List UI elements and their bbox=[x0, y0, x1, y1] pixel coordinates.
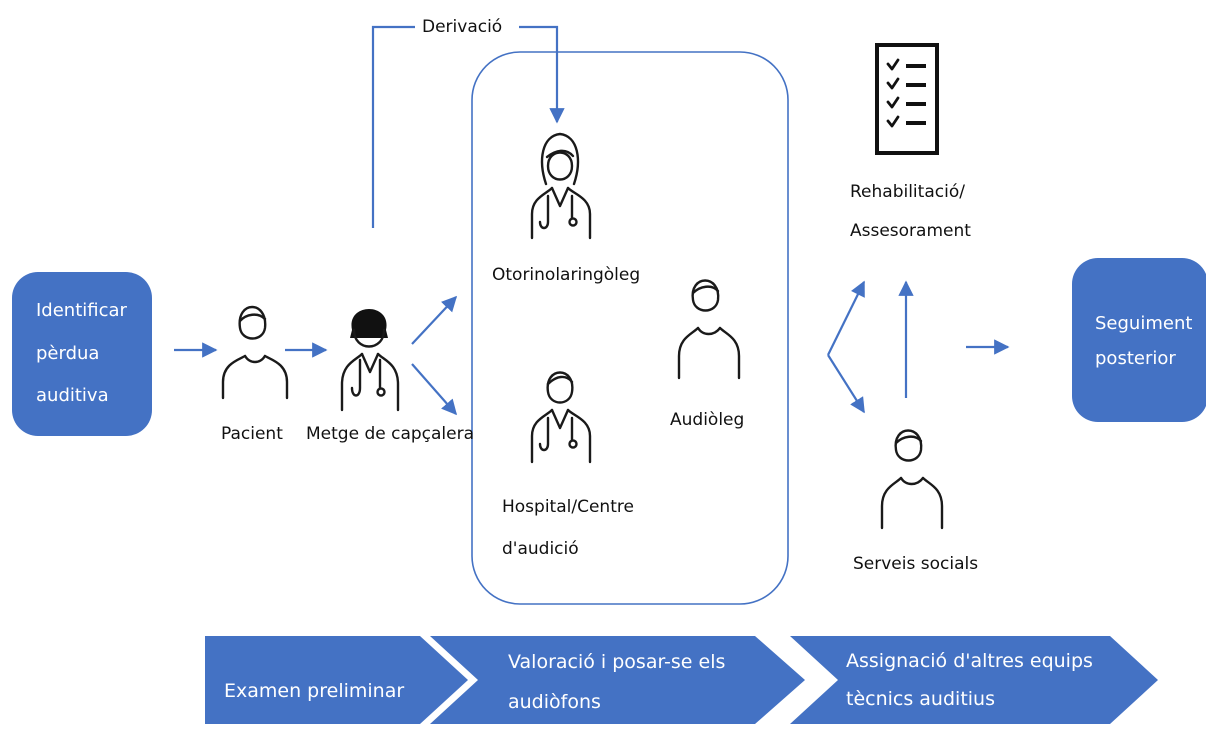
stage-2-chevron bbox=[430, 636, 805, 724]
social-services-person-icon bbox=[880, 429, 944, 530]
patient-label: Pacient bbox=[221, 424, 283, 444]
specialist-group-frame bbox=[471, 51, 789, 605]
social-services-label: Serveis socials bbox=[853, 554, 978, 574]
stage-1-label: Examen preliminar bbox=[224, 680, 404, 702]
audiologist-label: Audiòleg bbox=[670, 410, 744, 430]
ent-label: Otorinolaringòleg bbox=[492, 265, 640, 285]
to-social-arrow bbox=[827, 354, 865, 414]
end-box bbox=[1072, 258, 1206, 422]
rehab-label: Rehabilitació/ Assesorament bbox=[850, 182, 971, 241]
start-box bbox=[12, 272, 152, 436]
gp-doctor-icon bbox=[340, 309, 400, 412]
audiologist-person-icon bbox=[677, 279, 741, 380]
hospital-label: Hospital/Centre d'audició bbox=[502, 497, 639, 559]
gp-to-hospital-arrow bbox=[411, 363, 458, 416]
stage-2-label: Valoració i posar-se els audiòfons bbox=[508, 651, 731, 713]
to-rehab-arrow bbox=[827, 280, 865, 356]
gp-to-ent-arrow bbox=[411, 295, 458, 345]
end-box-label: Seguiment posterior bbox=[1095, 313, 1198, 369]
ent-female-doctor-icon bbox=[530, 132, 592, 240]
stage-1-chevron bbox=[205, 636, 468, 724]
start-box-label: Identificar pèrdua auditiva bbox=[36, 300, 133, 406]
stage-3-chevron bbox=[790, 636, 1158, 724]
derivation-connector-right bbox=[519, 25, 565, 124]
derivation-connector-left bbox=[371, 25, 415, 228]
hospital-doctor-icon bbox=[530, 371, 592, 464]
patient-person-icon bbox=[221, 305, 289, 400]
derivation-label: Derivació bbox=[422, 17, 502, 37]
stage-3-label: Assignació d'altres equips tècnics audit… bbox=[846, 650, 1099, 710]
rehab-checklist-icon bbox=[875, 43, 939, 155]
gp-label: Metge de capçalera bbox=[306, 424, 474, 444]
